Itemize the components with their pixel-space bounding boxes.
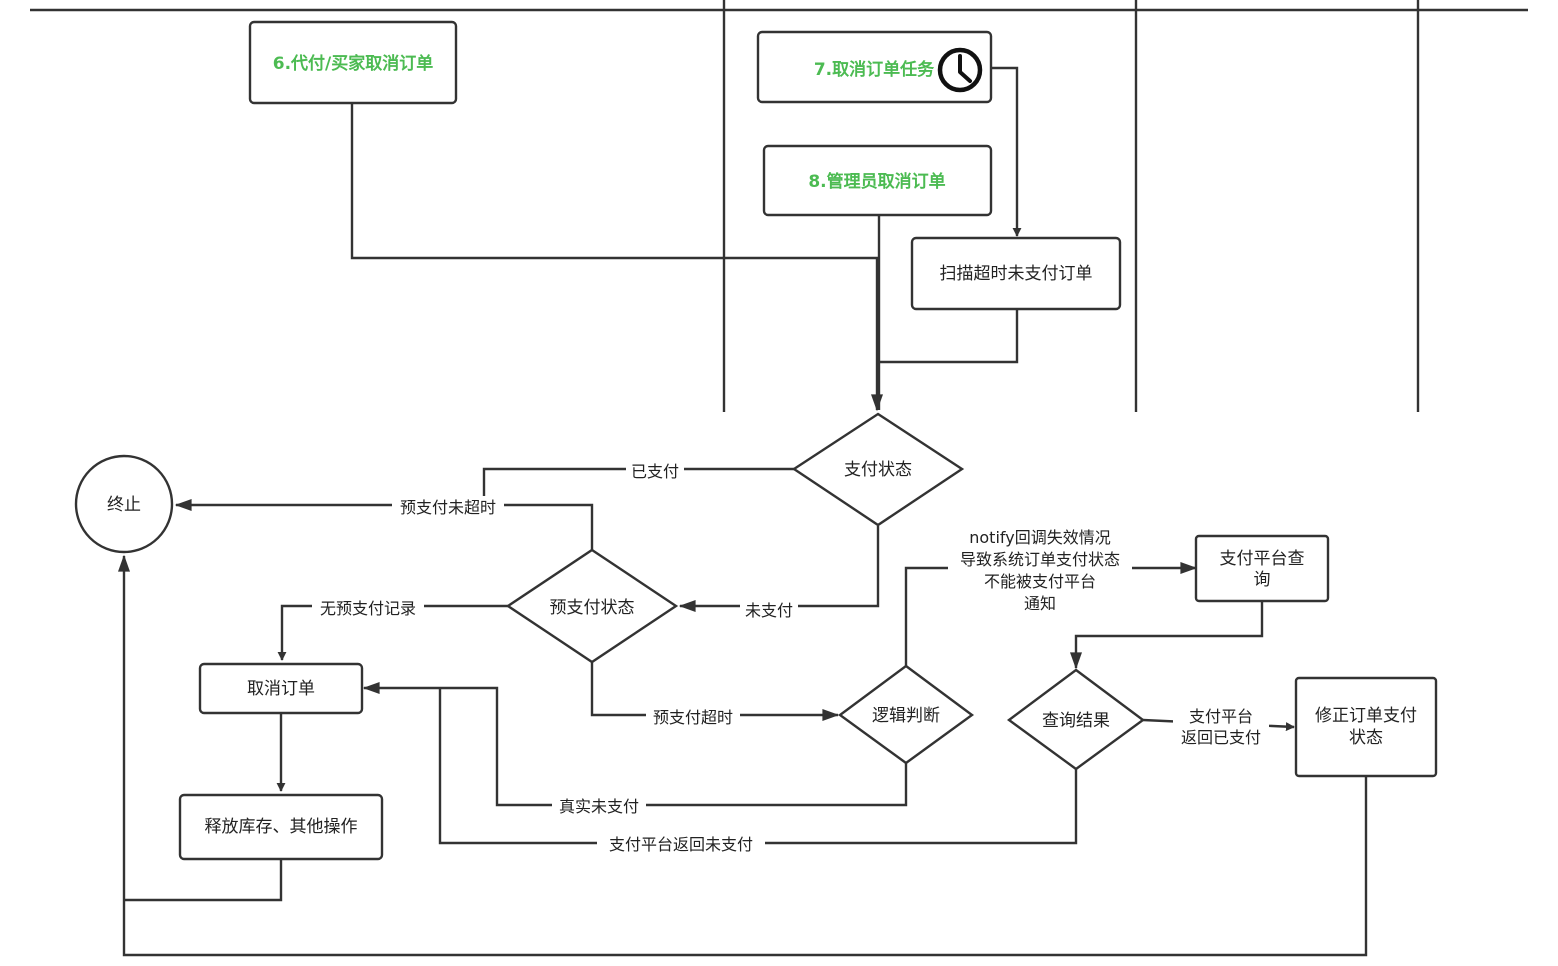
node-scan-timeout[interactable]: 扫描超时未支付订单 bbox=[910, 236, 1122, 311]
node-cancel-task[interactable]: 7.取消订单任务 bbox=[756, 30, 993, 104]
edge-platform-unpaid bbox=[438, 688, 1078, 845]
node-pay-status[interactable]: 支付状态 bbox=[791, 412, 965, 527]
label-really-unpaid: 真实未支付 bbox=[559, 797, 639, 816]
node-scan-timeout-label: 扫描超时未支付订单 bbox=[940, 264, 1093, 284]
edge-n7-to-scan bbox=[991, 66, 1022, 237]
node-admin-cancel[interactable]: 8.管理员取消订单 bbox=[762, 144, 993, 217]
node-logic-check[interactable]: 逻辑判断 bbox=[837, 664, 975, 765]
label-paid: 已支付 bbox=[631, 462, 679, 481]
label-platform-paid: 支付平台返回已支付 bbox=[1181, 707, 1261, 747]
node-terminate[interactable]: 终止 bbox=[74, 454, 174, 554]
node-fix-status-label: 修正订单支付状态 bbox=[1315, 706, 1417, 748]
label-unpaid: 未支付 bbox=[745, 601, 793, 620]
node-query-platform-label: 支付平台查询 bbox=[1220, 549, 1305, 590]
node-query-result-label: 查询结果 bbox=[1042, 711, 1110, 731]
edge-prepay-timeout bbox=[590, 662, 840, 721]
node-cancel-task-label: 7.取消订单任务 bbox=[814, 59, 935, 80]
edge-paid bbox=[482, 467, 794, 505]
node-query-platform[interactable]: 支付平台查询 bbox=[1194, 534, 1330, 603]
node-buyer-cancel-label: 6.代付/买家取消订单 bbox=[273, 53, 434, 74]
label-prepay-timeout: 预支付超时 bbox=[653, 708, 733, 727]
node-pay-status-label: 支付状态 bbox=[844, 460, 912, 480]
node-logic-check-label: 逻辑判断 bbox=[872, 706, 940, 726]
label-notify-fail: notify回调失效情况导致系统订单支付状态不能被支付平台通知 bbox=[960, 528, 1120, 613]
node-cancel-order-label: 取消订单 bbox=[247, 679, 315, 699]
node-release-stock-label: 释放库存、其他操作 bbox=[205, 817, 358, 837]
edge-really-unpaid bbox=[362, 682, 908, 807]
edge-unpaid bbox=[678, 526, 880, 612]
node-prepay-status[interactable]: 预支付状态 bbox=[505, 548, 679, 664]
node-admin-cancel-label: 8.管理员取消订单 bbox=[808, 171, 945, 192]
node-terminate-label: 终止 bbox=[107, 495, 141, 515]
edge-scan-to-paystatus bbox=[879, 309, 1019, 364]
label-platform-unpaid: 支付平台返回未支付 bbox=[609, 835, 753, 854]
label-no-prepay-record: 无预支付记录 bbox=[320, 599, 416, 618]
node-fix-status[interactable]: 修正订单支付状态 bbox=[1294, 676, 1438, 778]
edge-query-to-result bbox=[1070, 601, 1264, 670]
edge-n6-to-paystatus bbox=[350, 103, 883, 412]
node-prepay-status-label: 预支付状态 bbox=[550, 598, 635, 618]
node-release-stock[interactable]: 释放库存、其他操作 bbox=[178, 793, 384, 861]
label-prepay-not-timeout: 预支付未超时 bbox=[400, 498, 496, 517]
node-cancel-order[interactable]: 取消订单 bbox=[198, 662, 364, 715]
edge-fix-to-terminate bbox=[118, 554, 1368, 957]
node-query-result[interactable]: 查询结果 bbox=[1006, 668, 1146, 771]
edge-release-to-terminate bbox=[124, 859, 283, 902]
clock-icon bbox=[937, 47, 983, 93]
node-buyer-cancel[interactable]: 6.代付/买家取消订单 bbox=[248, 20, 458, 105]
swimlanes bbox=[30, 0, 1528, 412]
edge-labels: 已支付 预支付未超时 未支付 无预支付记录 预支付超时 notify回调失效情况… bbox=[312, 460, 1269, 856]
edge-no-prepay-record bbox=[277, 604, 508, 661]
edge-prepay-not-timeout bbox=[174, 499, 594, 550]
